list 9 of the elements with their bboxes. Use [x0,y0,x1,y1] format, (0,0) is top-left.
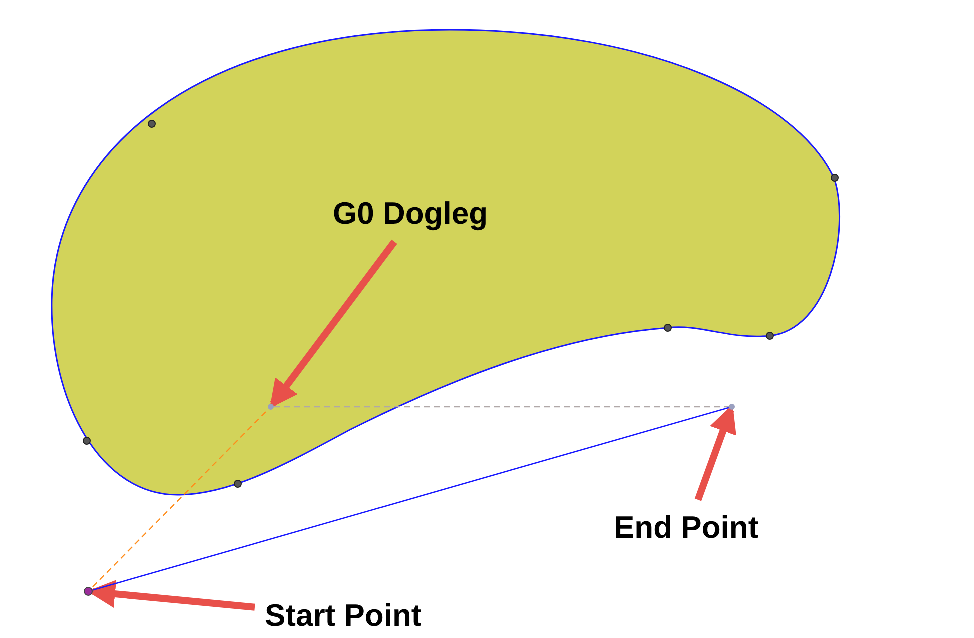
pointer-arrow [270,240,398,408]
path-line [92,407,730,591]
callout-label: G0 Dogleg [333,196,488,232]
dashed-path-line [92,410,268,588]
callout-label: End Point [614,510,759,546]
dashed-path-line [274,406,729,408]
callout-label: Start Point [265,598,422,634]
vertex-point [729,404,735,410]
start-point-dot [84,587,93,596]
